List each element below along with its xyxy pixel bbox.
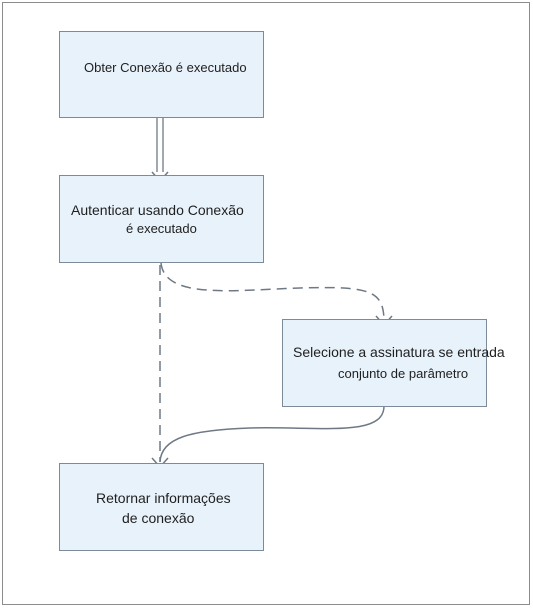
node-autenticar: Autenticar usando Conexão é executado: [59, 175, 264, 263]
node-retornar-informacoes: Retornar informações de conexão: [59, 463, 264, 551]
node-obter-conexao: Obter Conexão é executado: [59, 31, 264, 118]
node-label-line-1: Retornar informações: [96, 490, 231, 506]
node-selecione-assinatura: Selecione a assinatura se entrada conjun…: [282, 319, 505, 407]
edge-obter-autenticar: [151, 118, 169, 183]
node-label-line-1: Autenticar usando Conexão: [71, 202, 244, 218]
node-label-line-1: Selecione a assinatura se entrada: [293, 344, 505, 360]
edge-autenticar-retornar: [151, 265, 169, 469]
edge-selecione-retornar: [159, 405, 385, 463]
edge-autenticar-selecione: [160, 262, 393, 327]
node-label-line-2: de conexão: [122, 510, 195, 526]
node-label-line-2: conjunto de parâmetro: [338, 366, 469, 381]
node-label: Obter Conexão é executado: [84, 60, 247, 75]
node-label-line-2: é executado: [126, 221, 197, 236]
